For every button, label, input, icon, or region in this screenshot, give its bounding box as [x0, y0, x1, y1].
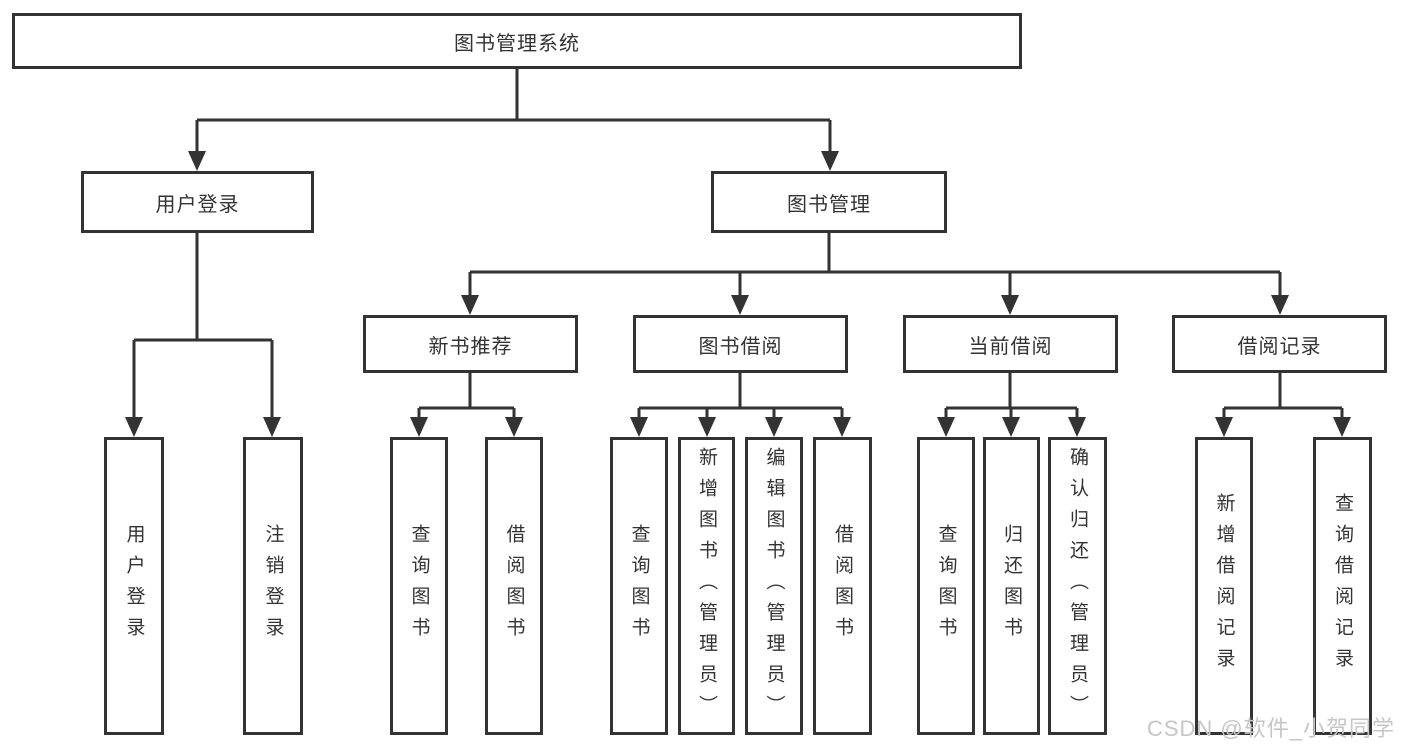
leaf-logout: 注销登录 [243, 437, 303, 735]
node-library-management-system: 图书管理系统 [12, 13, 1022, 69]
leaf-label: 查询图书 [628, 524, 650, 648]
leaf-label: 确认归还（管理员） [1067, 446, 1088, 726]
arrowheads [125, 151, 1351, 437]
leaf-label: 借阅图书 [503, 524, 525, 648]
node-label: 借阅记录 [1237, 335, 1322, 358]
leaf-user-login: 用户登录 [104, 437, 164, 735]
leaf-label: 查询图书 [935, 524, 957, 648]
leaf-label: 编辑图书（管理员） [763, 446, 785, 726]
leaf-label: 借阅图书 [832, 524, 853, 648]
node-label: 用户登录 [155, 193, 240, 216]
leaf-label: 用户登录 [123, 524, 145, 648]
node-label: 当前借阅 [968, 335, 1053, 358]
node-label: 图书借阅 [698, 335, 783, 358]
leaf-label: 注销登录 [262, 524, 284, 648]
leaf-confirm-return-admin: 确认归还（管理员） [1048, 437, 1107, 735]
node-user-login: 用户登录 [81, 171, 314, 233]
leaf-query-books-borrow: 查询图书 [610, 437, 668, 735]
leaf-add-book-admin: 新增图书（管理员） [678, 437, 735, 735]
leaf-query-books-recommend: 查询图书 [390, 437, 448, 735]
leaf-query-books-current: 查询图书 [917, 437, 975, 735]
node-book-borrow: 图书借阅 [633, 315, 848, 373]
leaf-label: 查询借阅记录 [1332, 493, 1353, 679]
node-label: 新书推荐 [428, 335, 513, 358]
node-book-management: 图书管理 [711, 171, 947, 233]
leaf-borrow-books-recommend: 借阅图书 [485, 437, 543, 735]
leaf-edit-book-admin: 编辑图书（管理员） [745, 437, 803, 735]
leaf-label: 新增图书（管理员） [696, 446, 717, 726]
leaf-label: 归还图书 [1001, 524, 1022, 648]
watermark: CSDN @软件_小贺同学 [1146, 716, 1395, 741]
node-current-borrow: 当前借阅 [903, 315, 1118, 373]
node-label: 图书管理 [787, 193, 871, 216]
node-new-book-recommend: 新书推荐 [363, 315, 578, 373]
leaf-add-borrow-record: 新增借阅记录 [1195, 437, 1253, 735]
leaf-label: 查询图书 [408, 524, 430, 648]
leaf-label: 新增借阅记录 [1213, 493, 1235, 679]
leaf-return-books: 归还图书 [983, 437, 1040, 735]
leaf-borrow-books: 借阅图书 [813, 437, 872, 735]
connector-paths [132, 69, 1344, 421]
node-label: 图书管理系统 [454, 32, 580, 55]
leaf-query-borrow-record: 查询借阅记录 [1313, 437, 1372, 735]
node-borrow-records: 借阅记录 [1172, 315, 1387, 373]
